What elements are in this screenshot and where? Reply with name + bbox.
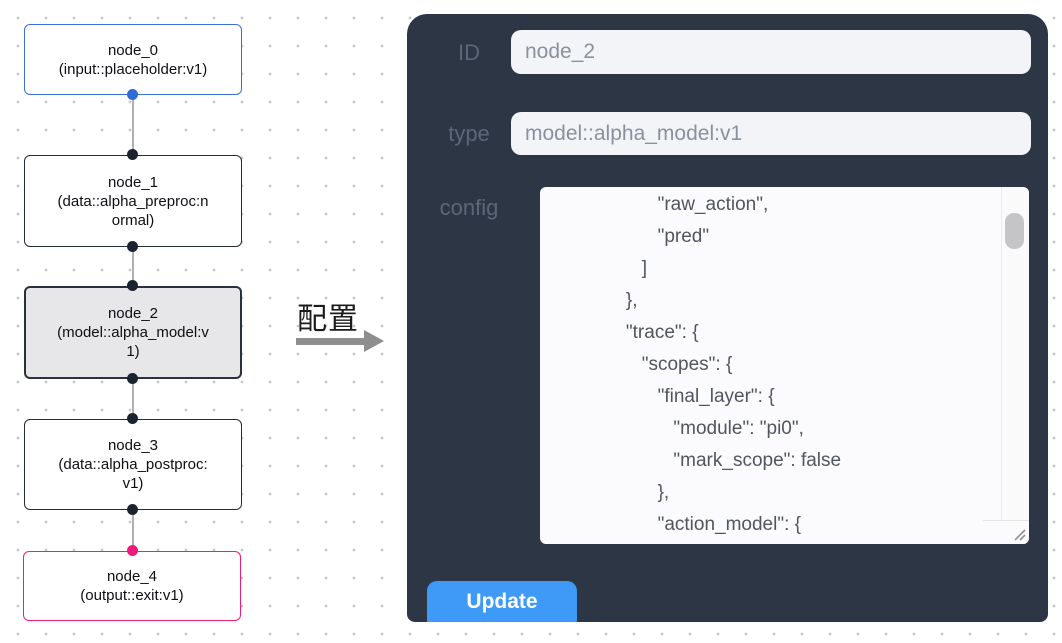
port-node_2-out[interactable]: [127, 373, 138, 384]
id-field-label: ID: [458, 40, 480, 65]
port-node_4-in[interactable]: [127, 545, 138, 556]
config-json-text: "raw_action", "pred" ] }, "trace": { "sc…: [625, 194, 842, 535]
id-input[interactable]: [511, 30, 1031, 74]
config-field-label: config: [439, 195, 499, 220]
port-node_3-in[interactable]: [127, 413, 138, 424]
port-node_0-out[interactable]: [127, 89, 138, 100]
port-node_2-in[interactable]: [127, 280, 138, 291]
node-subtitle: (model::alpha_model:v1): [57, 324, 209, 360]
node-config-panel: ID type config "raw_action", "pred" ] },…: [407, 14, 1048, 622]
node-subtitle: (data::alpha_preproc:normal): [57, 192, 209, 229]
configure-label: 配置: [297, 303, 359, 336]
node-subtitle: (output::exit:v1): [80, 587, 184, 604]
port-node_1-in[interactable]: [127, 149, 138, 160]
right-arrow-head-icon: [364, 330, 384, 352]
resize-grip-icon[interactable]: [1009, 524, 1027, 542]
node-subtitle: (input::placeholder:v1): [58, 60, 208, 78]
node-subtitle: (data::alpha_postproc:v1): [58, 456, 208, 492]
right-arrow-icon: [296, 338, 364, 345]
config-scroll-corner: [983, 520, 1029, 544]
config-textarea[interactable]: "raw_action", "pred" ] }, "trace": { "sc…: [540, 187, 1029, 544]
update-button[interactable]: Update: [427, 581, 577, 622]
flow-node-node_1[interactable]: node_1 (data::alpha_preproc:normal): [24, 155, 242, 247]
node-title: node_3: [107, 437, 159, 454]
node-title: node_0: [107, 41, 159, 59]
flow-node-node_0[interactable]: node_0 (input::placeholder:v1): [24, 24, 242, 95]
port-node_1-out[interactable]: [127, 241, 138, 252]
type-field-label: type: [448, 121, 490, 146]
node-title: node_1: [107, 173, 159, 191]
type-input[interactable]: [511, 112, 1031, 155]
node-title: node_2: [107, 305, 159, 322]
config-scrollbar-thumb[interactable]: [1005, 213, 1024, 249]
port-node_3-out[interactable]: [127, 504, 138, 515]
node-title: node_4: [106, 568, 158, 585]
flow-node-node_2-selected[interactable]: node_2 (model::alpha_model:v1): [24, 286, 242, 379]
flow-node-node_4[interactable]: node_4 (output::exit:v1): [23, 551, 241, 621]
flow-node-node_3[interactable]: node_3 (data::alpha_postproc:v1): [24, 419, 242, 510]
config-scrollbar-track[interactable]: [1001, 187, 1029, 544]
